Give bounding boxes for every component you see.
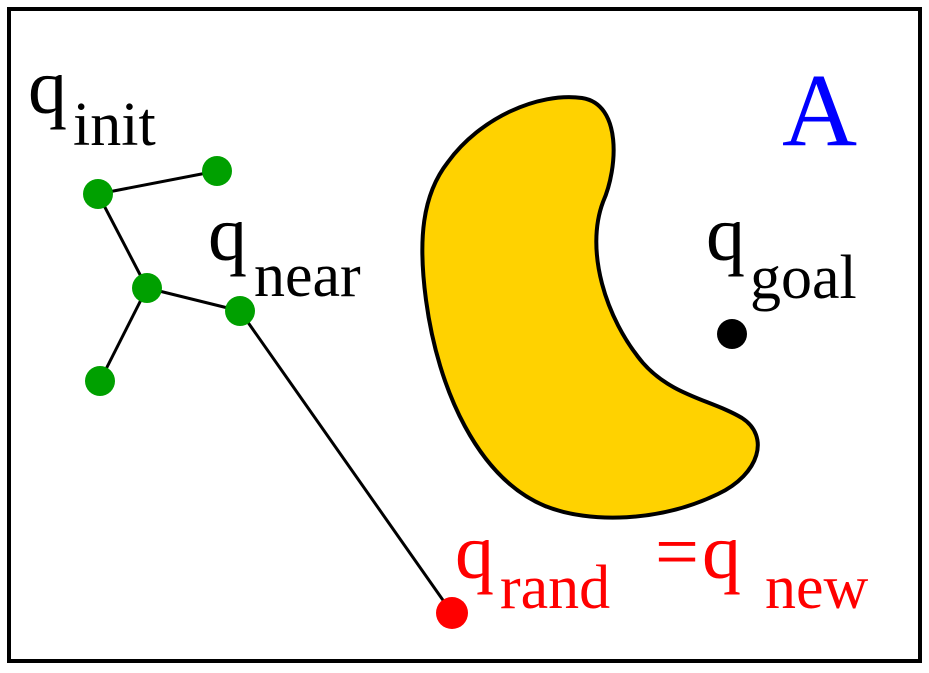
tree-node	[132, 273, 162, 303]
label-q-init-base: q	[28, 43, 67, 130]
label-q-goal: q goal	[706, 190, 857, 312]
label-q-rand-sub: rand	[500, 554, 610, 622]
label-q-new-sub: new	[765, 554, 869, 622]
label-q-goal-sub: goal	[750, 244, 857, 312]
label-q-rand-base: q	[455, 508, 494, 595]
tree-node-root	[83, 179, 113, 209]
label-q-init: q init	[28, 43, 156, 159]
rand-point-icon	[436, 597, 468, 629]
obstacle-shape	[420, 95, 760, 520]
tree-edges	[96, 169, 454, 614]
label-q-near-sub: near	[254, 242, 361, 310]
panel-letter: A	[782, 53, 857, 168]
goal-point-icon	[717, 319, 747, 349]
label-q-rand-eq-new: q rand = q new	[455, 508, 869, 622]
tree-node	[85, 366, 115, 396]
tree-edge	[97, 169, 218, 196]
label-q-goal-base: q	[706, 190, 745, 277]
label-q-near-base: q	[208, 190, 247, 277]
tree-nodes	[83, 156, 255, 396]
label-equals: =	[655, 508, 699, 595]
label-q-near: q near	[208, 190, 361, 310]
label-q-init-sub: init	[73, 91, 156, 159]
tree-edge	[96, 193, 149, 289]
label-q-new-base: q	[702, 508, 741, 595]
tree-edge	[98, 287, 149, 382]
tree-node-near	[225, 296, 255, 326]
tree-edge	[146, 286, 241, 313]
extension-edge	[238, 310, 454, 614]
tree-node	[202, 156, 232, 186]
